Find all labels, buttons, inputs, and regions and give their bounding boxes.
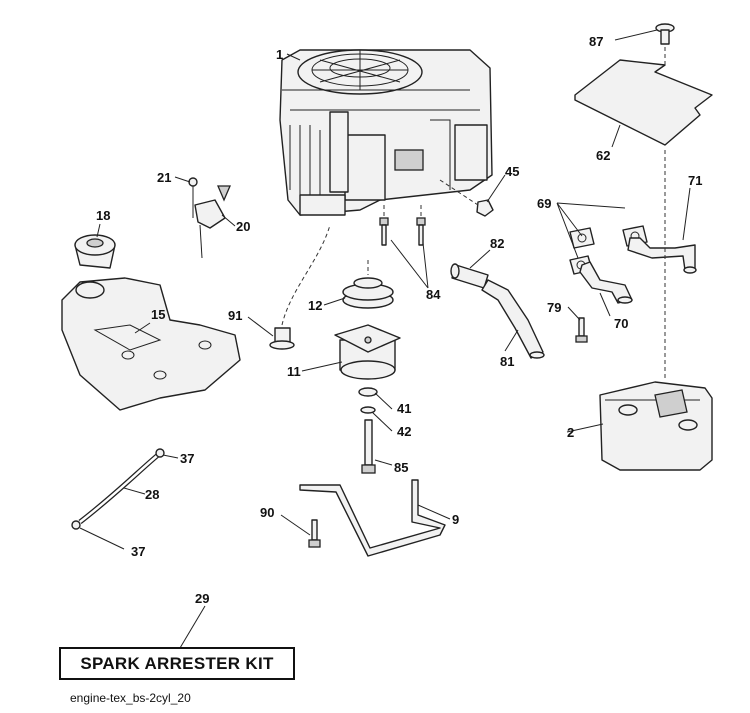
callout-11: 11	[287, 364, 301, 379]
callout-85: 85	[394, 460, 408, 475]
callout-79: 79	[547, 300, 561, 315]
callout-12: 12	[308, 298, 322, 313]
pulley	[342, 277, 394, 309]
bolt	[361, 419, 376, 474]
callout-37-top: 37	[180, 451, 194, 466]
callout-41: 41	[397, 401, 411, 416]
exhaust-bolt	[575, 317, 588, 343]
callout-1: 1	[276, 47, 283, 62]
callout-84: 84	[426, 287, 441, 302]
bracket-rod	[299, 479, 446, 557]
callout-70: 70	[614, 316, 628, 331]
callout-9: 9	[452, 512, 459, 527]
spacer	[269, 224, 331, 350]
exhaust-pipe	[579, 261, 633, 304]
pto-clutch	[334, 324, 401, 380]
mounting-bolts	[367, 205, 426, 275]
exhaust-pipe-long	[627, 237, 697, 274]
washer	[358, 387, 378, 414]
shield-screw	[655, 23, 675, 45]
fuel-valve	[194, 185, 231, 259]
callouts: 1 2 9 11 12 15 18 20 21 28 29 37 37 41 4…	[96, 34, 702, 606]
leader-lines	[79, 29, 691, 649]
spark-arrester-kit-label: SPARK ARRESTER KIT	[59, 647, 295, 680]
fuel-tank	[61, 277, 241, 411]
callout-90: 90	[260, 505, 274, 520]
callout-28: 28	[145, 487, 159, 502]
muffler	[599, 150, 713, 471]
callout-71: 71	[688, 173, 702, 188]
callout-82: 82	[490, 236, 504, 251]
heat-shield	[574, 40, 713, 146]
diagram-caption: engine-tex_bs-2cyl_20	[70, 691, 191, 705]
screw	[188, 177, 198, 218]
callout-21: 21	[157, 170, 171, 185]
callout-87: 87	[589, 34, 603, 49]
fuel-line	[71, 448, 165, 530]
callout-42: 42	[397, 424, 411, 439]
callout-20: 20	[236, 219, 250, 234]
callout-62: 62	[596, 148, 610, 163]
callout-15: 15	[151, 307, 165, 322]
bracket-bolt	[308, 519, 321, 548]
breather-hose	[481, 279, 545, 359]
callout-81: 81	[500, 354, 514, 369]
nut	[439, 179, 494, 217]
callout-69: 69	[537, 196, 551, 211]
fuel-cap	[74, 234, 116, 269]
callout-18: 18	[96, 208, 110, 223]
callout-37-bottom: 37	[131, 544, 145, 559]
hose-fitting	[450, 263, 489, 289]
engine	[279, 49, 493, 216]
callout-29: 29	[195, 591, 209, 606]
callout-2: 2	[567, 425, 574, 440]
callout-91: 91	[228, 308, 242, 323]
callout-45: 45	[505, 164, 519, 179]
